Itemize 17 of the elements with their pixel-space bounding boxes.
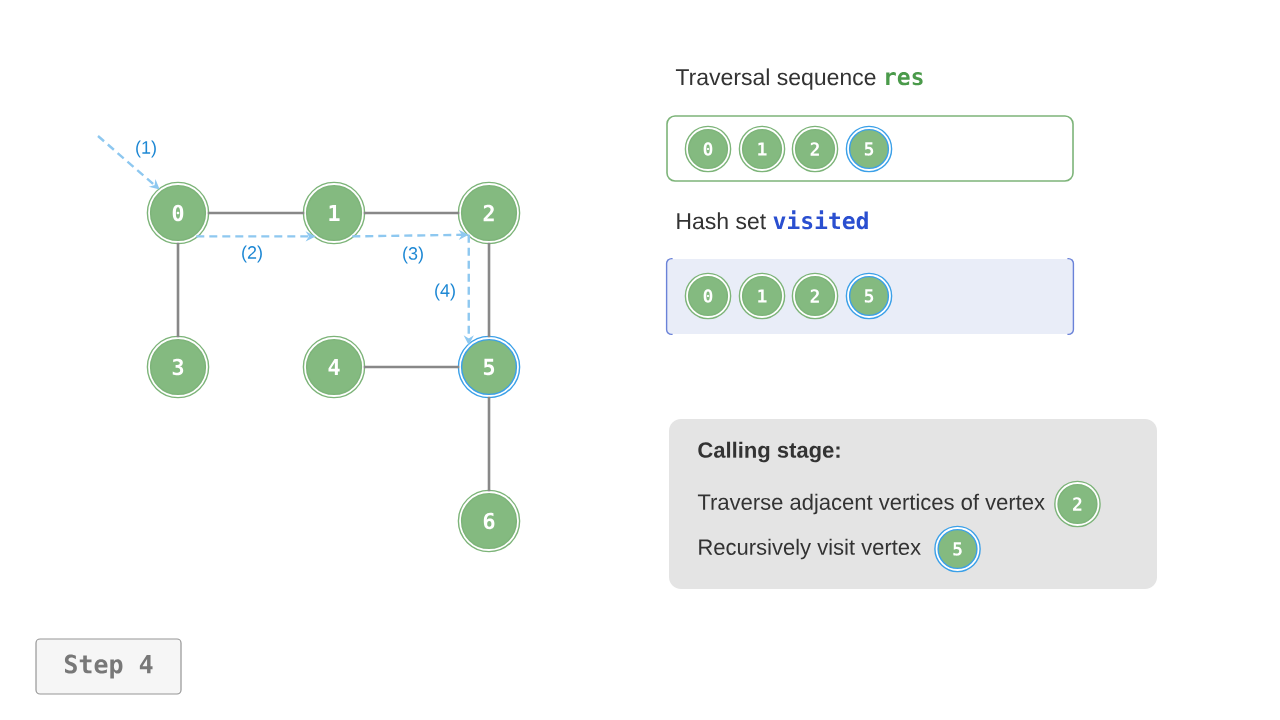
graph-edge — [487, 242, 491, 338]
heading: Traversal sequence res — [675, 68, 923, 90]
panel-heading: Calling stage: — [698, 441, 840, 463]
edge-label: (1) — [133, 138, 159, 160]
graph-edge — [363, 211, 460, 215]
edge-label: (2) — [239, 243, 265, 265]
graph-edge — [363, 365, 460, 369]
edge-label: (3) — [400, 244, 426, 266]
graph-edge — [176, 242, 180, 338]
panel-text: Traverse adjacent vertices of vertex — [697, 493, 1045, 515]
edge-label: (4) — [432, 281, 458, 303]
graph-edge — [207, 211, 305, 215]
graph-edge — [487, 396, 491, 492]
heading: Hash set visited — [677, 210, 868, 230]
traversal-arrow — [97, 135, 160, 190]
panel-text: Recursively visit vertex — [699, 538, 921, 560]
step-button: Step 4 — [35, 638, 182, 695]
